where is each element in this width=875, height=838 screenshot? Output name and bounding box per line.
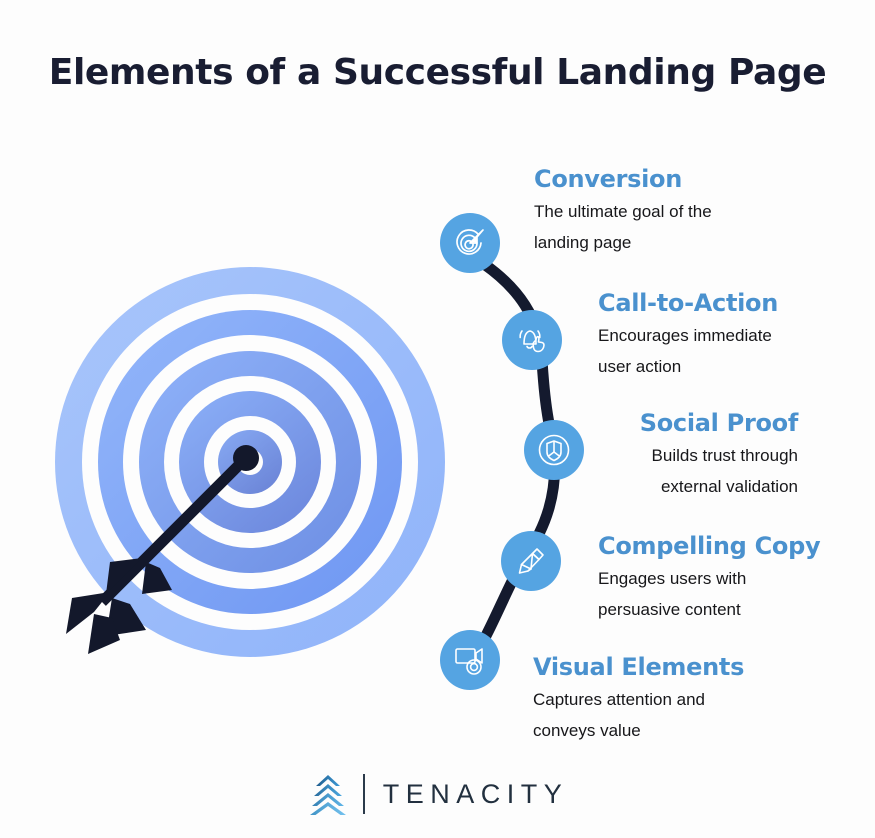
step-desc-call-to-action-line2: user action xyxy=(598,356,682,376)
logo-divider xyxy=(362,774,365,814)
step-desc-conversion-line1: The ultimate goal of the xyxy=(534,202,712,222)
step-text-compelling-copy: Compelling Copy Engages users with persu… xyxy=(598,532,821,625)
step-desc-call-to-action-line1: Encourages immediate xyxy=(598,326,772,346)
target-arrow-icon xyxy=(456,229,484,255)
target-arrow-illustration xyxy=(55,267,445,657)
step-node-visual-elements[interactable] xyxy=(440,630,500,690)
step-text-call-to-action: Call-to-Action Encourages immediate user… xyxy=(598,290,778,382)
step-desc-conversion-line2: landing page xyxy=(534,232,632,252)
step-desc-compelling-copy-line1: Engages users with xyxy=(598,569,747,589)
step-desc-visual-elements-line2: conveys value xyxy=(533,720,641,740)
step-text-social-proof: Social Proof Builds trust through extern… xyxy=(500,409,799,502)
step-heading-social-proof: Social Proof xyxy=(639,409,799,437)
stacked-chevron-logo-icon xyxy=(309,775,346,815)
step-desc-social-proof-line2: external validation xyxy=(660,476,798,496)
steps-flow-path xyxy=(400,160,630,720)
step-heading-call-to-action: Call-to-Action xyxy=(598,289,779,317)
step-desc-visual-elements-line1: Captures attention and xyxy=(533,690,706,710)
step-text-conversion: Conversion The ultimate goal of the land… xyxy=(534,166,712,258)
step-node-compelling-copy[interactable] xyxy=(501,531,561,591)
page-title: Elements of a Successful Landing Page xyxy=(48,52,827,93)
pen-nib-icon xyxy=(518,548,544,574)
footer-logo: TENACITY xyxy=(0,772,875,816)
shield-badge-icon xyxy=(538,434,570,466)
video-camera-icon xyxy=(455,648,483,675)
step-node-social-proof[interactable] xyxy=(524,420,584,480)
step-desc-compelling-copy-line2: persuasive content xyxy=(598,599,741,619)
step-desc-social-proof-line1: Builds trust through xyxy=(651,446,798,466)
brand-name: TENACITY xyxy=(382,778,569,809)
step-node-conversion[interactable] xyxy=(440,213,500,273)
step-node-call-to-action[interactable] xyxy=(502,310,562,370)
bullseye-target-artwork xyxy=(50,262,470,682)
bell-tap-icon xyxy=(519,330,545,353)
step-heading-visual-elements: Visual Elements xyxy=(533,653,745,681)
step-heading-conversion: Conversion xyxy=(534,165,683,193)
step-text-visual-elements: Visual Elements Captures attention and c… xyxy=(533,654,744,746)
step-heading-compelling-copy: Compelling Copy xyxy=(598,532,821,560)
